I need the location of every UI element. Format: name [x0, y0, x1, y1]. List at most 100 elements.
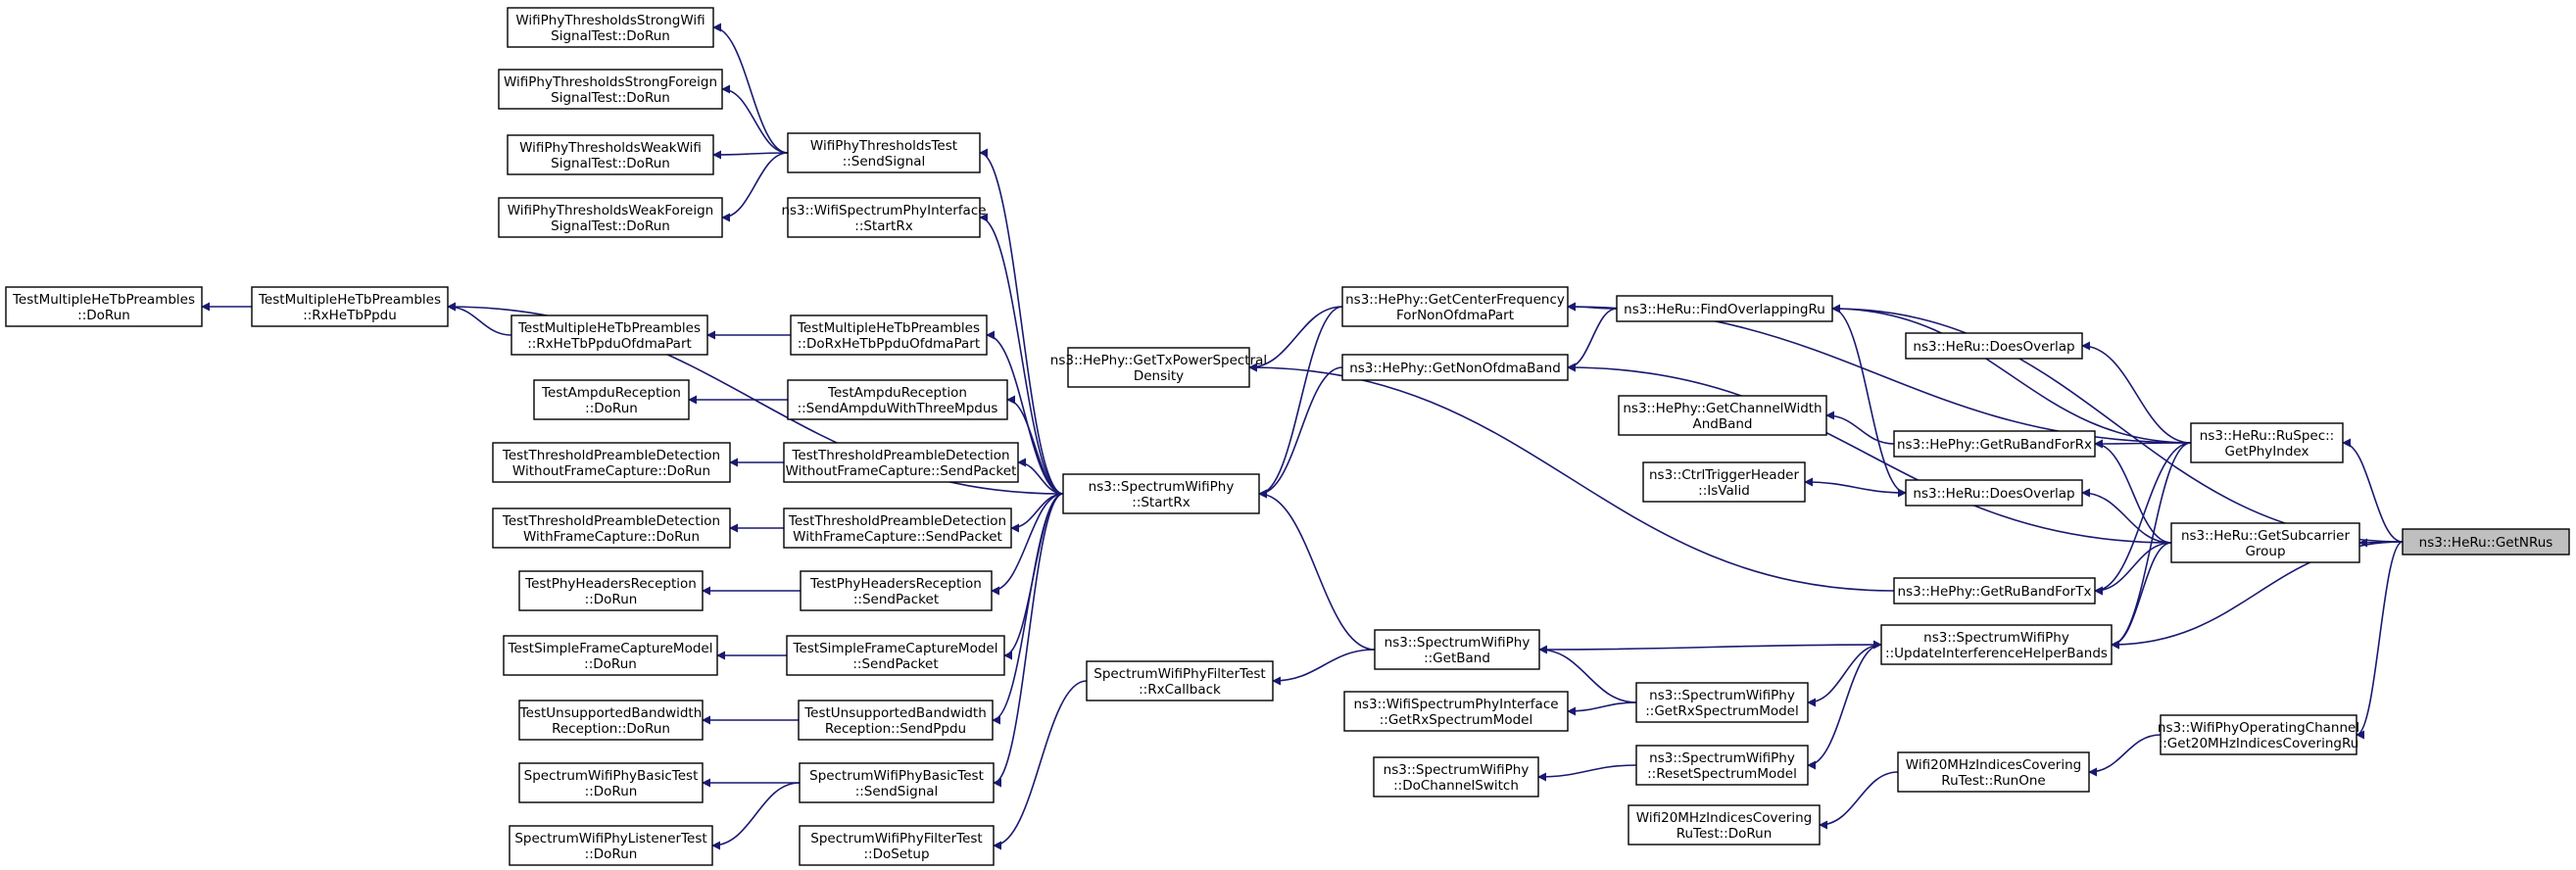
node-label-line: TestThresholdPreambleDetection: [791, 448, 1009, 463]
graph-node-tpdwfc_dorun[interactable]: TestThresholdPreambleDetectionWithFrameC…: [492, 508, 731, 549]
graph-node-wifispecgetrx[interactable]: ns3::WifiSpectrumPhyInterface::GetRxSpec…: [1343, 691, 1569, 732]
graph-node-weakwifi[interactable]: WifiPhyThresholdsWeakWifiSignalTest::DoR…: [507, 134, 714, 175]
graph-node-doesoverlap2[interactable]: ns3::HeRu::DoesOverlap: [1905, 479, 2083, 507]
graph-node-simplecapture_send[interactable]: TestSimpleFrameCaptureModel::SendPacket: [786, 635, 1005, 676]
graph-node-ampdu_dorun[interactable]: TestAmpduReception::DoRun: [533, 379, 690, 420]
node-label-line: ::UpdateInterferenceHelperBands: [1885, 646, 2108, 661]
node-label-line: ns3::HeRu::DoesOverlap: [1913, 339, 2074, 355]
edge-getcenterfreq-to-gettxpower: [1248, 306, 1343, 372]
graph-node-strongforeign[interactable]: WifiPhyThresholdsStrongForeignSignalTest…: [498, 69, 723, 110]
graph-node-getnonofdma[interactable]: ns3::HePhy::GetNonOfdmaBand: [1341, 354, 1569, 381]
graph-node-getrubandforrx[interactable]: ns3::HePhy::GetRuBandForRx: [1893, 430, 2096, 458]
node-label-line: SignalTest::DoRun: [551, 156, 670, 171]
graph-node-doesoverlap1[interactable]: ns3::HeRu::DoesOverlap: [1905, 332, 2083, 360]
node-label-line: TestAmpduReception: [827, 385, 967, 401]
edge-getsubcarrier-to-updateinterf: [2111, 542, 2172, 650]
node-label-line: TestThresholdPreambleDetection: [788, 513, 1006, 529]
node-label-line: ns3::HeRu::GetSubcarrier: [2181, 528, 2351, 544]
graph-node-get20mhz[interactable]: ns3::WifiPhyOperatingChannel::Get20MHzIn…: [2158, 714, 2359, 755]
graph-node-findoverlapping[interactable]: ns3::HeRu::FindOverlappingRu: [1616, 295, 1833, 322]
node-label-line: ns3::WifiSpectrumPhyInterface: [781, 203, 986, 218]
node-box: [1905, 479, 2083, 507]
graph-node-tpdwofc_send[interactable]: TestThresholdPreambleDetectionWithoutFra…: [783, 442, 1019, 483]
graph-node-weakforeign[interactable]: WifiPhyThresholdsWeakForeignSignalTest::…: [498, 197, 723, 238]
graph-node-resetspectrum[interactable]: ns3::SpectrumWifiPhy::ResetSpectrumModel: [1635, 745, 1809, 786]
node-label-line: RuTest::DoRun: [1677, 826, 1773, 842]
graph-node-sendsignal[interactable]: WifiPhyThresholdsTest::SendSignal: [787, 132, 981, 173]
graph-node-rxcallback[interactable]: SpectrumWifiPhyFilterTest::RxCallback: [1086, 660, 1274, 701]
graph-node-getrubandfortx[interactable]: ns3::HePhy::GetRuBandForTx: [1893, 577, 2096, 604]
edge-basic_send-to-listener_dorun: [711, 782, 801, 850]
node-box: [790, 314, 988, 356]
graph-node-rxhetbofdma[interactable]: TestMultipleHeTbPreambles::RxHeTbPpduOfd…: [510, 314, 708, 356]
graph-node-simplecapture_dorun[interactable]: TestSimpleFrameCaptureModel::DoRun: [503, 635, 718, 676]
graph-node-unsupported_send[interactable]: TestUnsupportedBandwidthReception::SendP…: [798, 700, 994, 741]
edge-getrxspectrum-to-wifispecgetrx: [1567, 701, 1637, 716]
graph-node-phyheaders_send[interactable]: TestPhyHeadersReception::SendPacket: [800, 570, 993, 611]
graph-node-ctrltrigger[interactable]: ns3::CtrlTriggerHeader::IsValid: [1642, 461, 1806, 503]
graph-node-phyheaders_dorun[interactable]: TestPhyHeadersReception::DoRun: [518, 570, 704, 611]
graph-node-getcenterfreq[interactable]: ns3::HePhy::GetCenterFrequencyForNonOfdm…: [1341, 286, 1569, 327]
node-label-line: SpectrumWifiPhyBasicTest: [524, 768, 699, 784]
graph-node-rxhetbppdu[interactable]: TestMultipleHeTbPreambles::RxHeTbPpdu: [251, 286, 449, 327]
graph-node-filterdosetup[interactable]: SpectrumWifiPhyFilterTest::DoSetup: [799, 825, 995, 866]
node-label-line: ::DoRun: [585, 592, 638, 607]
graph-node-basic_send[interactable]: SpectrumWifiPhyBasicTest::SendSignal: [799, 762, 995, 803]
node-box: [1880, 624, 2113, 665]
node-label-line: TestPhyHeadersReception: [524, 576, 697, 592]
node-box: [783, 442, 1019, 483]
graph-node-tmhtp_dorun[interactable]: TestMultipleHeTbPreambles::DoRun: [5, 286, 203, 327]
node-box: [510, 314, 708, 356]
edge-rxcallback-to-filterdosetup: [993, 680, 1088, 850]
graph-node-wifispecstartrx[interactable]: ns3::WifiSpectrumPhyInterface::StartRx: [781, 197, 987, 238]
node-label-line: ::RxHeTbPpdu: [303, 308, 397, 323]
node-box: [1067, 347, 1250, 388]
node-label-line: SpectrumWifiPhyListenerTest: [514, 831, 706, 846]
node-box: [787, 197, 981, 238]
node-box: [1086, 660, 1274, 701]
node-label-line: ::SendAmpduWithThreeMpdus: [798, 401, 998, 416]
graph-node-tpdwofc_dorun[interactable]: TestThresholdPreambleDetectionWithoutFra…: [492, 442, 731, 483]
graph-node-basic_dorun[interactable]: SpectrumWifiPhyBasicTest::DoRun: [518, 762, 704, 803]
graph-node-dochannelswitch[interactable]: ns3::SpectrumWifiPhy::DoChannelSwitch: [1373, 756, 1539, 798]
node-box: [1618, 395, 1827, 436]
node-label-line: ForNonOfdmaPart: [1396, 308, 1514, 323]
node-label-line: WithFrameCapture::SendPacket: [793, 529, 1002, 545]
node-box: [2402, 528, 2570, 556]
node-label-line: TestMultipleHeTbPreambles: [517, 320, 701, 336]
graph-node-getrxspectrum[interactable]: ns3::SpectrumWifiPhy::GetRxSpectrumModel: [1635, 682, 1809, 723]
node-box: [1897, 751, 2090, 793]
graph-node-sendampdu[interactable]: TestAmpduReception::SendAmpduWithThreeMp…: [787, 379, 1008, 420]
graph-node-getphyindex[interactable]: ns3::HeRu::RuSpec::GetPhyIndex: [2190, 422, 2344, 463]
edge-startrx-to-wifispecstartrx: [979, 213, 1064, 495]
node-box: [799, 825, 995, 866]
edge-doesoverlap2-to-ctrltrigger: [1804, 477, 1907, 494]
graph-node-listener_dorun[interactable]: SpectrumWifiPhyListenerTest::DoRun: [509, 825, 713, 866]
node-label-line: TestThresholdPreambleDetection: [502, 448, 720, 463]
node-label-line: TestUnsupportedBandwidth: [519, 705, 703, 721]
edge-getband-to-updateinterf: [1538, 640, 1882, 651]
node-box: [783, 508, 1012, 549]
node-box: [1893, 577, 2096, 604]
node-label-line: WithoutFrameCapture::DoRun: [512, 463, 710, 479]
graph-node-updateinterf[interactable]: ns3::SpectrumWifiPhy::UpdateInterference…: [1880, 624, 2113, 665]
graph-node-getband[interactable]: ns3::SpectrumWifiPhy::GetBand: [1374, 629, 1540, 670]
node-label-line: SpectrumWifiPhyBasicTest: [809, 768, 984, 784]
edge-getsubcarrier-to-getnonofdma: [1567, 362, 2172, 544]
node-label-line: Density: [1134, 368, 1184, 384]
graph-node-tpdwfc_send[interactable]: TestThresholdPreambleDetectionWithFrameC…: [783, 508, 1012, 549]
node-label-line: ns3::HeRu::FindOverlappingRu: [1624, 302, 1825, 317]
graph-node-strongwifi[interactable]: WifiPhyThresholdsStrongWifiSignalTest::D…: [507, 7, 714, 48]
graph-node-gnrus[interactable]: ns3::HeRu::GetNRus: [2402, 528, 2570, 556]
node-label-line: ns3::HePhy::GetChannelWidth: [1623, 401, 1822, 416]
node-label-line: TestSimpleFrameCaptureModel: [508, 641, 713, 656]
node-label-line: ::DoChannelSwitch: [1393, 778, 1519, 794]
graph-node-startrx[interactable]: ns3::SpectrumWifiPhy::StartRx: [1062, 473, 1260, 514]
graph-node-doRxHeTb[interactable]: TestMultipleHeTbPreambles::DoRxHeTbPpduO…: [790, 314, 988, 356]
